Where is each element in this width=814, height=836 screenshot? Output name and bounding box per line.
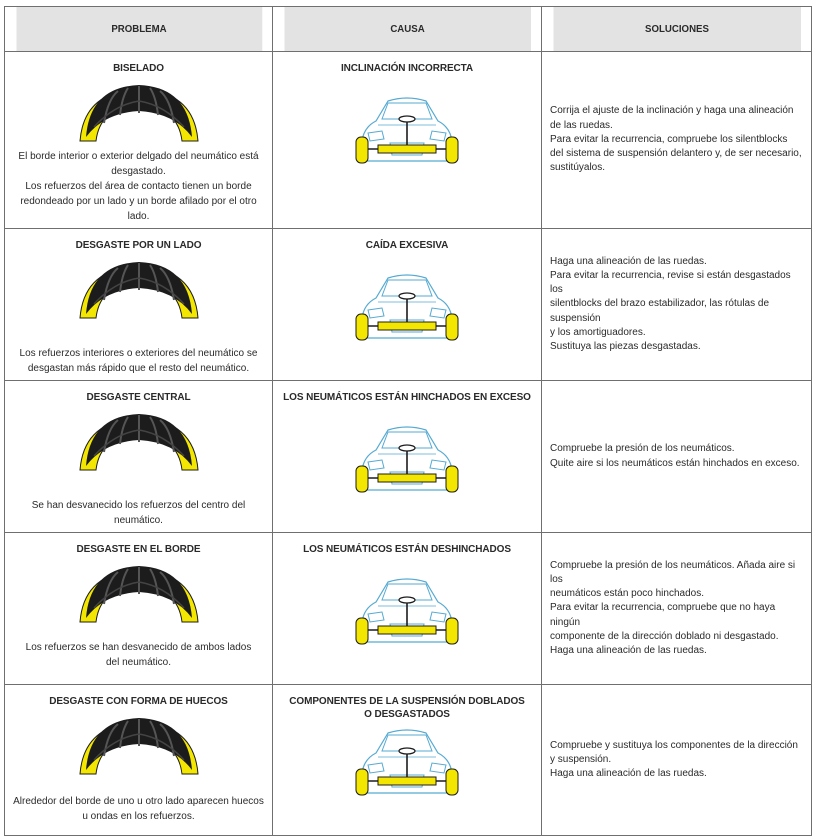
header-problem: PROBLEMA (14, 6, 263, 52)
cause-title: COMPONENTES DE LA SUSPENSIÓN DOBLADOS O … (289, 696, 525, 720)
problem-description: Se han desvanecido los refuerzos del cen… (31, 500, 246, 526)
problem-cell: DESGASTE EN EL BORDE Los refuerzos se ha… (4, 532, 273, 685)
table-row: DESGASTE POR UN LADO Los refuerzos inter… (4, 228, 812, 381)
table-row: BISELADO El borde interior o exterior de… (4, 51, 812, 229)
car-bent-suspension-icon (355, 729, 459, 796)
cause-cell: COMPONENTES DE LA SUSPENSIÓN DOBLADOS O … (272, 684, 542, 836)
problem-cell: DESGASTE CON FORMA DE HUECOS Alrededor d… (4, 684, 273, 836)
cause-title: LOS NEUMÁTICOS ESTÁN DESHINCHADOS (303, 544, 511, 555)
problem-title: DESGASTE EN EL BORDE (76, 544, 201, 555)
problem-description: Los refuerzos se han desvanecido de ambo… (25, 642, 252, 668)
tire-wear-table: PROBLEMA CAUSA SOLUCIONES BISELADO El bo… (4, 6, 812, 836)
car-underinflated-icon (355, 578, 459, 645)
header-solutions: SOLUCIONES (551, 6, 802, 52)
header-cause: CAUSA (282, 6, 532, 52)
problem-description: El borde interior o exterior delgado del… (18, 151, 259, 222)
car-camber-icon (355, 97, 459, 164)
cause-cell: INCLINACIÓN INCORRECTA (272, 51, 542, 229)
cause-title: CAÍDA EXCESIVA (365, 240, 449, 251)
solutions-cell: Compruebe la presión de los neumáticos. … (541, 380, 812, 533)
tire-center-wear-icon (78, 413, 199, 471)
tire-edge-wear-icon (78, 565, 199, 623)
problem-cell: DESGASTE CENTRAL Se han desvanecido los … (4, 380, 273, 533)
solutions-cell: Compruebe y sustituya los componentes de… (541, 684, 812, 836)
cause-title: INCLINACIÓN INCORRECTA (340, 63, 474, 74)
tire-cupping-wear-icon (78, 717, 199, 775)
cause-title: LOS NEUMÁTICOS ESTÁN HINCHADOS EN EXCESO (283, 392, 531, 403)
problem-description: Los refuerzos interiores o exteriores de… (19, 348, 258, 374)
solutions-cell: Corrija el ajuste de la inclinación y ha… (541, 51, 812, 229)
problem-title: DESGASTE POR UN LADO (75, 240, 202, 251)
cause-cell: LOS NEUMÁTICOS ESTÁN HINCHADOS EN EXCESO (272, 380, 542, 533)
table-row: DESGASTE EN EL BORDE Los refuerzos se ha… (4, 532, 812, 685)
problem-cell: DESGASTE POR UN LADO Los refuerzos inter… (4, 228, 273, 381)
table-row: DESGASTE CON FORMA DE HUECOS Alrededor d… (4, 684, 812, 836)
problem-title: DESGASTE CON FORMA DE HUECOS (49, 696, 228, 707)
tire-bevel-wear-icon (78, 84, 199, 142)
problem-description: Alrededor del borde de uno u otro lado a… (13, 796, 264, 822)
header-row: PROBLEMA CAUSA SOLUCIONES (5, 6, 812, 52)
problem-title: DESGASTE CENTRAL (86, 392, 191, 403)
table-row: DESGASTE CENTRAL Se han desvanecido los … (4, 380, 812, 533)
problem-cell: BISELADO El borde interior o exterior de… (4, 51, 273, 229)
cause-cell: CAÍDA EXCESIVA (272, 228, 542, 381)
solutions-cell: Compruebe la presión de los neumáticos. … (541, 532, 812, 685)
tire-one-side-wear-icon (78, 261, 199, 319)
car-excessive-camber-icon (355, 274, 459, 341)
solutions-cell: Haga una alineación de las ruedas. Para … (541, 228, 812, 381)
car-overinflated-icon (355, 426, 459, 493)
problem-title: BISELADO (113, 63, 164, 74)
cause-cell: LOS NEUMÁTICOS ESTÁN DESHINCHADOS (272, 532, 542, 685)
